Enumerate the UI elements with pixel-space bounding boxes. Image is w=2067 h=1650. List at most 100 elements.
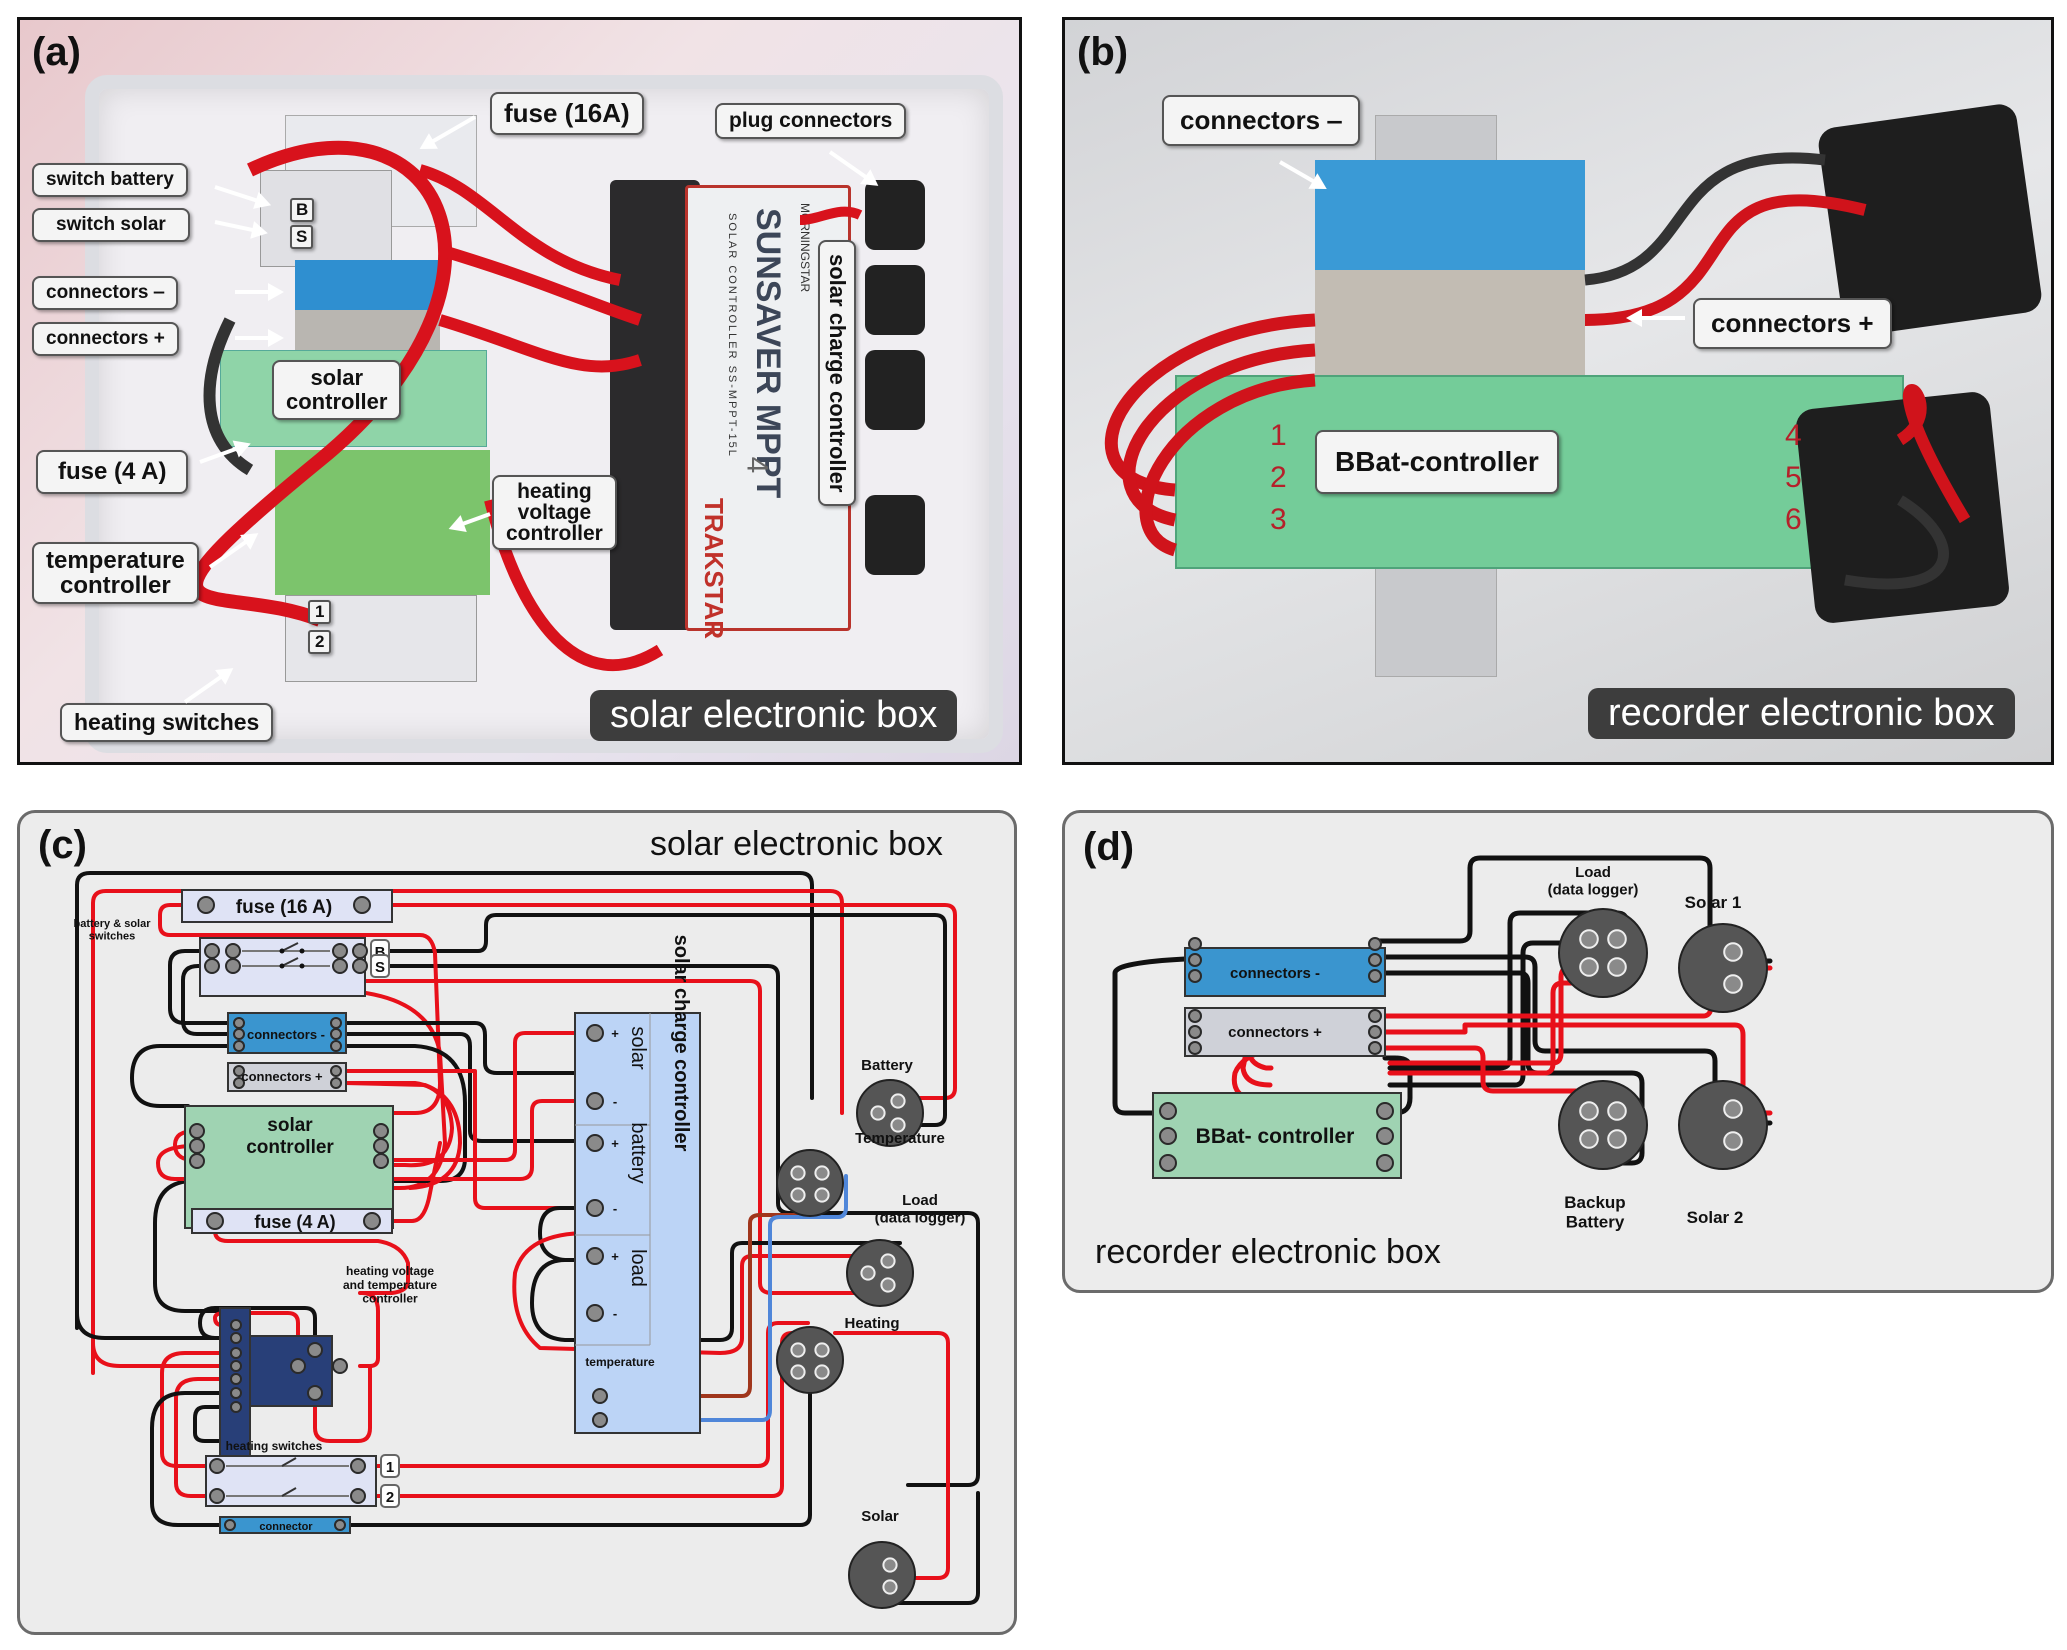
terminal — [233, 1017, 245, 1029]
terminal — [352, 958, 368, 974]
wire — [181, 964, 232, 1036]
wires-photo-b — [1104, 152, 1971, 590]
plug-pin — [790, 1165, 806, 1181]
connector-block — [219, 1516, 351, 1534]
terminal — [224, 1519, 236, 1531]
wire — [174, 1377, 237, 1498]
trakstar-logo: TRAKSTAR — [699, 498, 729, 640]
heating-controller-caption: heating voltage — [346, 1264, 434, 1278]
panel-label-d: (d) — [1083, 825, 1135, 869]
terminal — [230, 1347, 242, 1359]
terminal — [209, 1488, 225, 1504]
connectors-minus-block — [1184, 947, 1386, 997]
wire — [338, 1389, 812, 1527]
backup-battery-label: Battery — [1566, 1213, 1625, 1232]
terminal — [1376, 1127, 1394, 1145]
terminal-grey-block — [1315, 270, 1585, 380]
terminal-number: 6 — [1785, 503, 1802, 536]
wire — [1372, 970, 1645, 1166]
wire — [198, 1306, 317, 1352]
terminal-blue-block — [1315, 160, 1585, 275]
callout-fuse-4a: fuse (4 A) — [36, 450, 189, 494]
terminal — [586, 1092, 604, 1110]
wire — [91, 1341, 237, 1368]
plug-connector — [865, 495, 925, 575]
wire — [213, 1219, 410, 1295]
terminal — [363, 1212, 381, 1230]
morningstar-maker: MORNINGSTAR — [798, 203, 812, 293]
terminal — [330, 1077, 342, 1089]
terminal — [373, 1138, 389, 1154]
arrow-icon — [235, 283, 284, 301]
terminal — [373, 1123, 389, 1139]
polarity-minus: - — [613, 1201, 617, 1216]
connectors-minus-label: connectors - — [1230, 965, 1320, 982]
switch-tag-s — [370, 954, 390, 978]
switches-caption: battery & solar — [73, 918, 151, 930]
switch-pivot — [279, 963, 285, 969]
terminal — [1188, 1009, 1202, 1023]
callout-connectors-minus: connectors ‒ — [1162, 95, 1360, 146]
terminal — [373, 1153, 389, 1169]
callout-solar-controller: solar controller — [272, 360, 402, 420]
terminal-blue — [295, 260, 440, 315]
panel-a-title: solar electronic box — [590, 690, 958, 741]
plug-connector — [865, 350, 925, 430]
terminal — [1368, 1009, 1382, 1023]
plug-pin — [890, 1117, 906, 1133]
bbat-controller-label: BBat- controller — [1196, 1125, 1355, 1148]
terminal — [1188, 1025, 1202, 1039]
terminal-number: 1 — [1270, 419, 1287, 452]
wire — [173, 1031, 590, 1162]
terminal — [592, 1412, 608, 1428]
panel-c-diagram: (c) solar electronic box fuse (16 A)batt… — [17, 810, 1017, 1635]
plug-pin — [814, 1342, 830, 1358]
callout-bbat-controller: BBat-controller — [1315, 430, 1559, 494]
load-label: (data logger) — [1548, 881, 1639, 898]
wire — [373, 903, 957, 1100]
terminal — [350, 1488, 366, 1504]
switch-tag-b: B — [290, 198, 315, 222]
plug-pin — [1579, 1129, 1599, 1149]
callout-connectors-plus: connectors + — [32, 322, 179, 356]
plug-pin — [880, 1277, 896, 1293]
terminal — [1188, 953, 1202, 967]
polarity-plus: + — [611, 1136, 619, 1151]
scc-title: solar charge controller — [670, 935, 692, 1152]
heating-switch-block — [205, 1455, 377, 1507]
heating-tag-1 — [380, 1454, 400, 1478]
callout-heating-switches: heating switches — [60, 703, 274, 742]
callout-temperature-controller: temperature controller — [32, 542, 199, 604]
terminal — [1368, 969, 1382, 983]
terminal — [586, 1199, 604, 1217]
terminal-number: 5 — [1785, 461, 1802, 494]
terminal — [206, 1212, 224, 1230]
plug-pin — [1723, 1131, 1743, 1151]
wire — [91, 889, 844, 1375]
wire — [343, 1021, 590, 1075]
terminal — [204, 943, 220, 959]
switch-pivot — [279, 948, 285, 954]
scc-load-label: load — [627, 1249, 649, 1287]
wire — [370, 1141, 442, 1223]
terminal — [307, 1385, 323, 1401]
plug-pin — [870, 1105, 886, 1121]
terminal — [230, 1319, 242, 1331]
plug-pin — [814, 1165, 830, 1181]
terminal — [290, 1358, 306, 1374]
wire — [193, 1405, 237, 1443]
terminal — [1368, 953, 1382, 967]
terminal — [1188, 969, 1202, 983]
scc-temperature-label: temperature — [585, 1355, 655, 1369]
plug-pin — [1723, 1099, 1743, 1119]
terminal — [189, 1153, 205, 1169]
panel-label-c: (c) — [38, 823, 87, 867]
polarity-plus: + — [611, 1026, 619, 1041]
terminal — [1376, 1154, 1394, 1172]
terminal — [1368, 1041, 1382, 1055]
callout-solar-charge-controller: solar charge controller — [818, 240, 856, 507]
heating-controller-caption: controller — [362, 1292, 418, 1306]
plug-pin — [1579, 1101, 1599, 1121]
terminal-numbers-left: 1 2 3 — [1270, 415, 1287, 541]
terminal-numbers-right: 4 5 6 — [1785, 415, 1802, 541]
